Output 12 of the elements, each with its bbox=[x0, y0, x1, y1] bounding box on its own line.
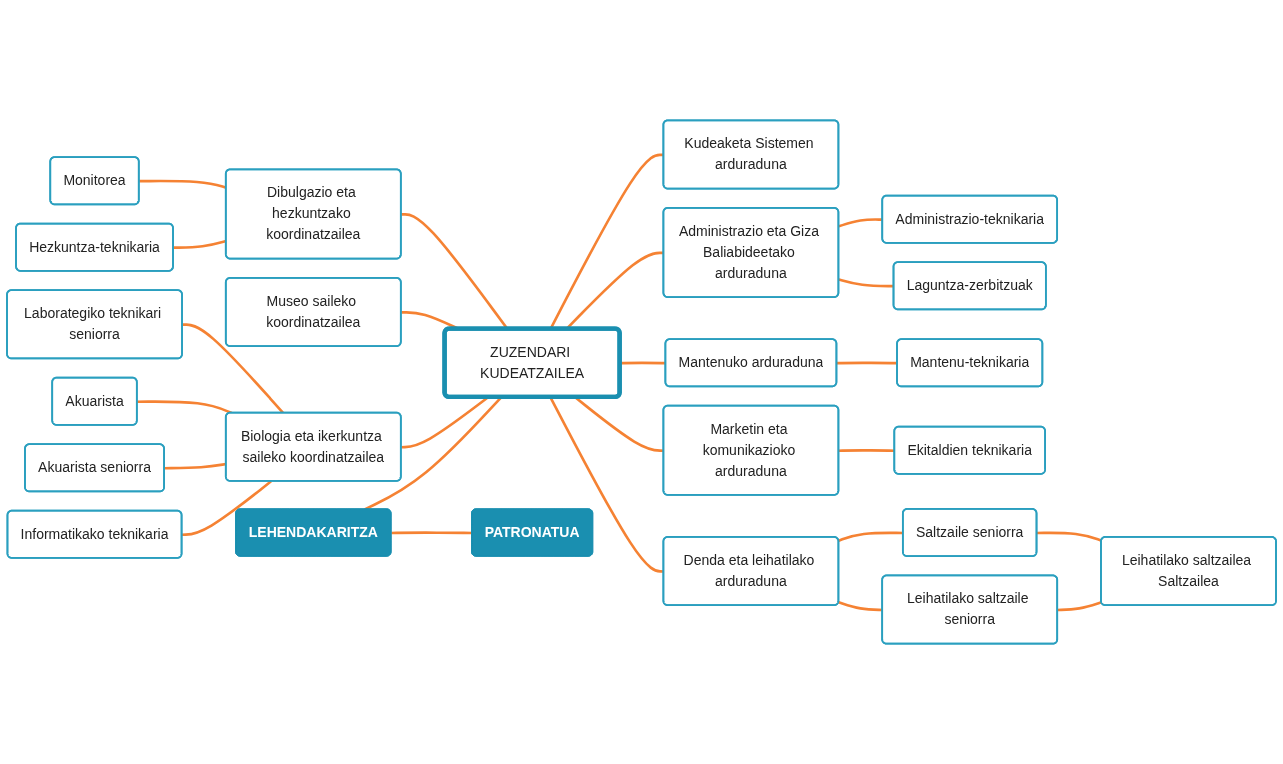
connector bbox=[838, 601, 883, 612]
connector bbox=[1057, 601, 1102, 612]
connector bbox=[838, 278, 894, 288]
connector bbox=[838, 218, 883, 228]
connector bbox=[838, 449, 895, 452]
connector bbox=[836, 361, 898, 365]
connector bbox=[137, 400, 233, 415]
connector bbox=[182, 480, 272, 537]
connector bbox=[620, 361, 666, 365]
connector bbox=[391, 531, 472, 535]
connector bbox=[182, 323, 285, 414]
connector bbox=[1036, 531, 1102, 542]
